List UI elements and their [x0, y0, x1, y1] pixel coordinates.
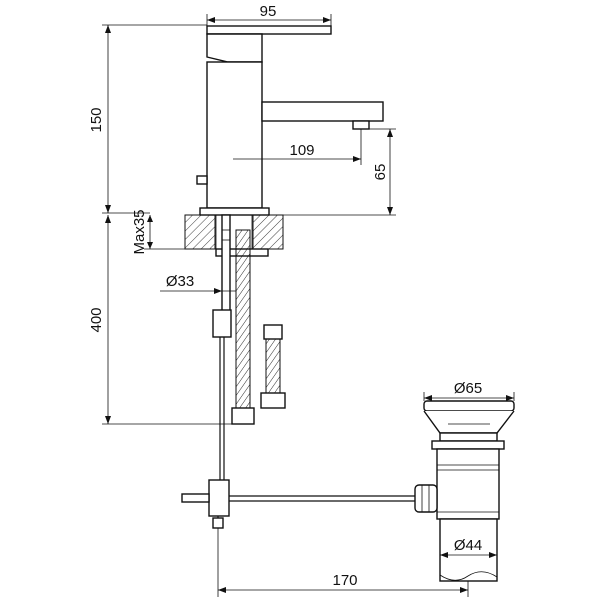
handle-block — [206, 33, 263, 63]
dim-label-d33: Ø33 — [166, 273, 194, 290]
drain-cap — [423, 400, 515, 412]
aerator — [352, 120, 370, 130]
faucet-column — [206, 61, 263, 209]
pop-up-drain — [414, 400, 515, 582]
countertop-section — [184, 214, 284, 257]
hose-left-fitting — [231, 407, 255, 425]
hose-right-fitting — [260, 392, 286, 409]
hose-left-braid — [235, 229, 251, 409]
hose-right-top — [263, 324, 283, 340]
rod-clamp — [208, 479, 230, 517]
lever-handle — [206, 25, 332, 35]
lift-rod-knob — [196, 175, 208, 185]
pivot-nut — [414, 484, 438, 513]
dim-label-d44: Ø44 — [454, 537, 482, 554]
lift-rod — [181, 309, 415, 529]
drain-bowl — [423, 410, 515, 434]
dim-label-95: 95 — [260, 3, 277, 20]
base-flange — [199, 207, 270, 216]
dim-label-65: 65 — [372, 164, 389, 181]
dimension-lines — [102, 14, 515, 597]
dim-label-109: 109 — [289, 142, 314, 159]
dim-label-d65: Ø65 — [454, 380, 482, 397]
spout — [261, 101, 384, 122]
faucet-body — [196, 25, 384, 216]
rod-coupling — [212, 309, 232, 338]
dim-label-170: 170 — [332, 572, 357, 589]
tailpiece — [439, 518, 498, 582]
drain-body — [436, 448, 500, 520]
drain-nut — [431, 440, 505, 450]
dim-label-max35: Max35 — [131, 209, 148, 254]
dim-label-150: 150 — [88, 107, 105, 132]
dim-label-400: 400 — [88, 307, 105, 332]
